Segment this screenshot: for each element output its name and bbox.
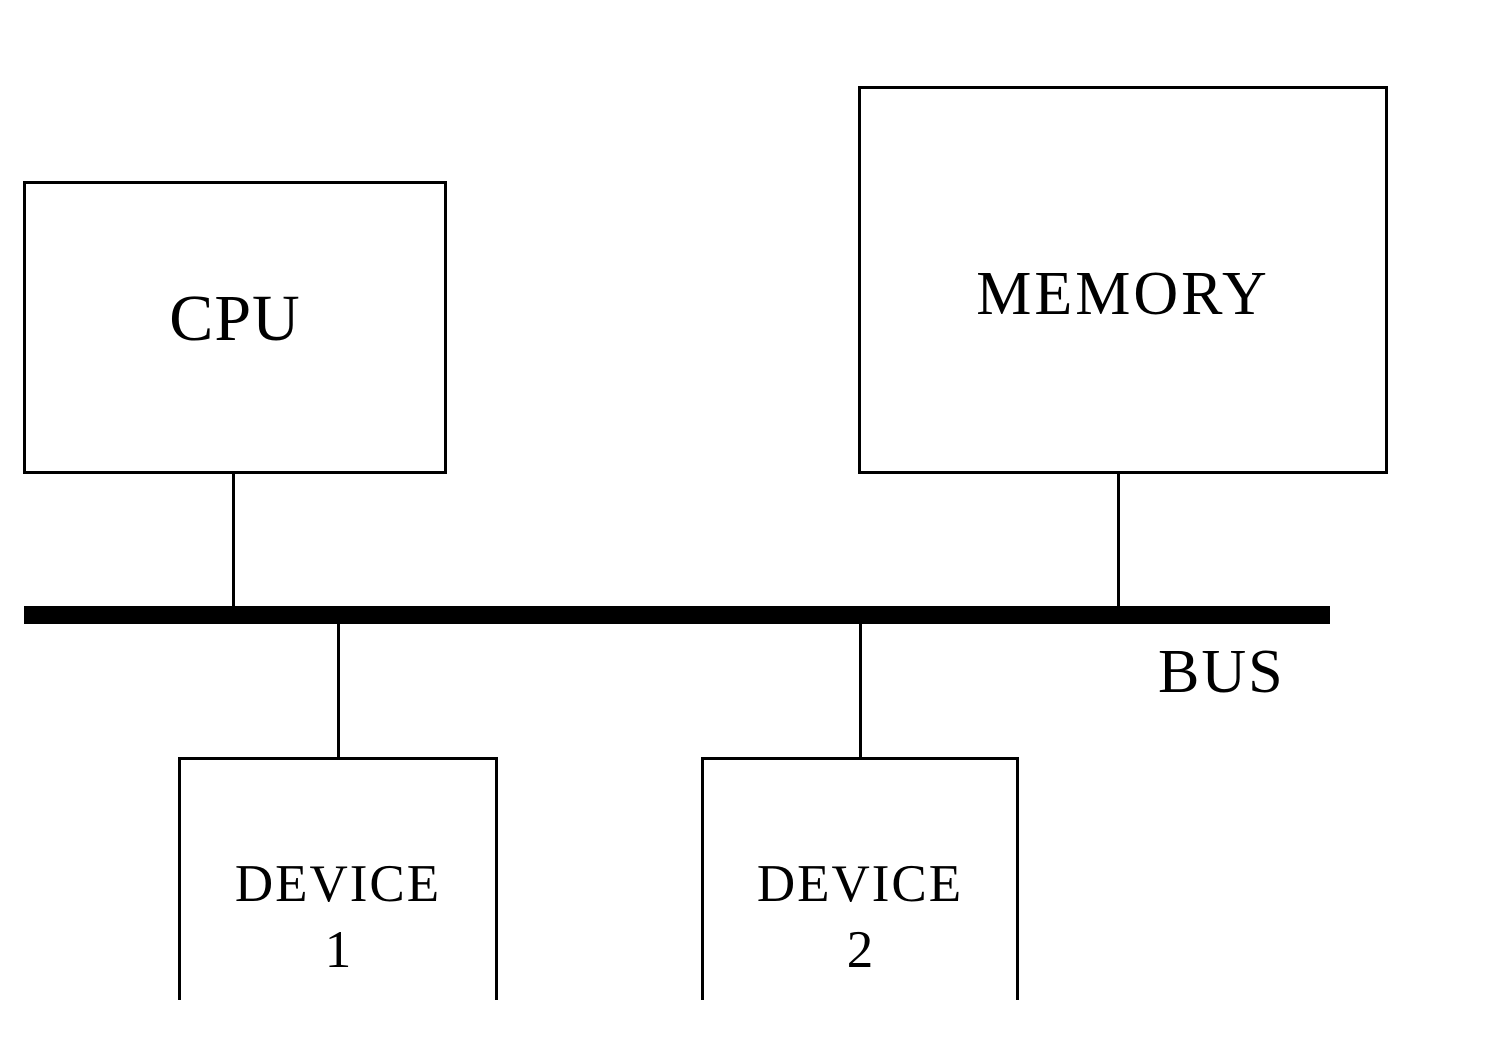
device2-bus-connector (859, 622, 862, 759)
device2-label: DEVICE (756, 855, 964, 913)
bus-line (24, 606, 1330, 624)
memory-label: MEMORY (976, 260, 1270, 328)
bus-label: BUS (1158, 638, 1285, 706)
device2-number: 2 (846, 921, 874, 979)
cpu-box: CPU (23, 181, 447, 474)
cpu-bus-connector (232, 472, 235, 608)
device1-box: DEVICE 1 (178, 757, 498, 1000)
device1-label: DEVICE (234, 855, 442, 913)
memory-bus-connector (1117, 472, 1120, 608)
memory-box: MEMORY (858, 86, 1388, 474)
device1-bus-connector (337, 622, 340, 759)
device1-number: 1 (324, 921, 352, 979)
cpu-label: CPU (169, 282, 301, 355)
device2-box: DEVICE 2 (701, 757, 1019, 1000)
